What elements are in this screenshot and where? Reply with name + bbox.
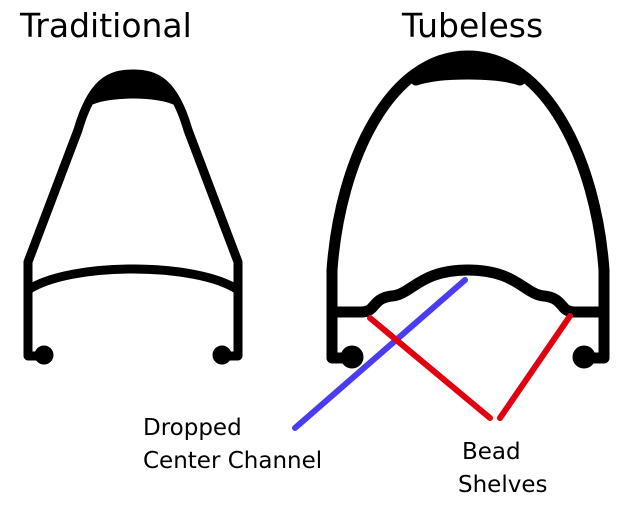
bead-shelves-label: Bead Shelves <box>458 436 547 502</box>
bead-shelf-pointer-left <box>367 315 493 421</box>
label-line: Shelves <box>458 472 548 498</box>
traditional-rim <box>23 69 243 365</box>
label-line: Center Channel <box>143 448 323 474</box>
dropped-center-channel-label: Dropped Center Channel <box>143 412 322 478</box>
traditional-title: Traditional <box>20 6 192 45</box>
dropped-channel-pointer <box>292 277 468 431</box>
tubeless-rim <box>326 50 610 369</box>
label-line: Dropped <box>143 415 242 441</box>
bead-shelf-pointer-right <box>497 313 573 421</box>
tubeless-title: Tubeless <box>402 6 544 45</box>
label-line: Bead <box>462 439 521 465</box>
